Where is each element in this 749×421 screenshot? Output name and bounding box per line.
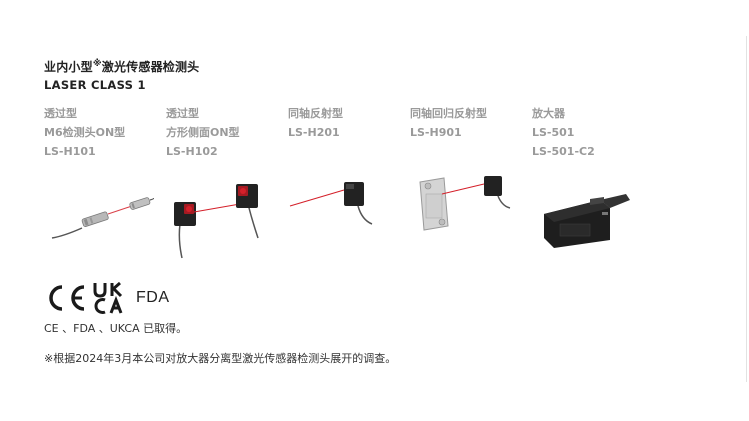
ls-h901-image — [419, 176, 511, 231]
product-col-ls-h201: 同轴反射型 LS-H201 — [288, 104, 406, 142]
product-type: 同轴回归反射型 — [410, 107, 487, 120]
product-type: 放大器 — [532, 107, 565, 120]
product-variant: M6检测头ON型 — [44, 126, 126, 139]
ls-h201-image — [289, 182, 373, 225]
right-divider — [746, 36, 747, 382]
ce-mark-icon — [49, 285, 85, 311]
laser-class-label: LASER CLASS 1 — [44, 78, 146, 92]
product-col-ls-501: 放大器 LS-501 LS-501-C2 — [532, 104, 650, 161]
ls-h101-image — [51, 197, 154, 239]
product-col-ls-h901: 同轴回归反射型 LS-H901 — [410, 104, 528, 142]
fda-label: FDA — [136, 289, 170, 306]
product-model: LS-H201 — [288, 126, 340, 139]
product-model-alt: LS-501-C2 — [532, 145, 595, 158]
product-col-ls-h102: 透过型 方形侧面ON型 LS-H102 — [166, 104, 284, 161]
product-model: LS-H101 — [44, 145, 96, 158]
footnote: ※根据2024年3月本公司对放大器分离型激光传感器检测头展开的调查。 — [44, 352, 397, 365]
product-type: 透过型 — [44, 107, 77, 120]
ls-501-image — [544, 194, 630, 248]
ls-h102-image — [174, 184, 259, 259]
product-col-ls-h101: 透过型 M6检测头ON型 LS-H101 — [44, 104, 162, 161]
ukca-mark-icon — [93, 281, 123, 314]
product-model: LS-H901 — [410, 126, 462, 139]
product-model: LS-H102 — [166, 145, 218, 158]
certification-logos: FDA — [44, 281, 170, 314]
product-variant: 方形侧面ON型 — [166, 126, 240, 139]
certification-note: CE 、FDA 、UKCA 已取得。 — [44, 322, 188, 335]
product-model: LS-501 — [532, 126, 575, 139]
product-type: 透过型 — [166, 107, 199, 120]
section-title: 业内小型※激光传感器检测头 — [44, 59, 200, 74]
product-type: 同轴反射型 — [288, 107, 343, 120]
